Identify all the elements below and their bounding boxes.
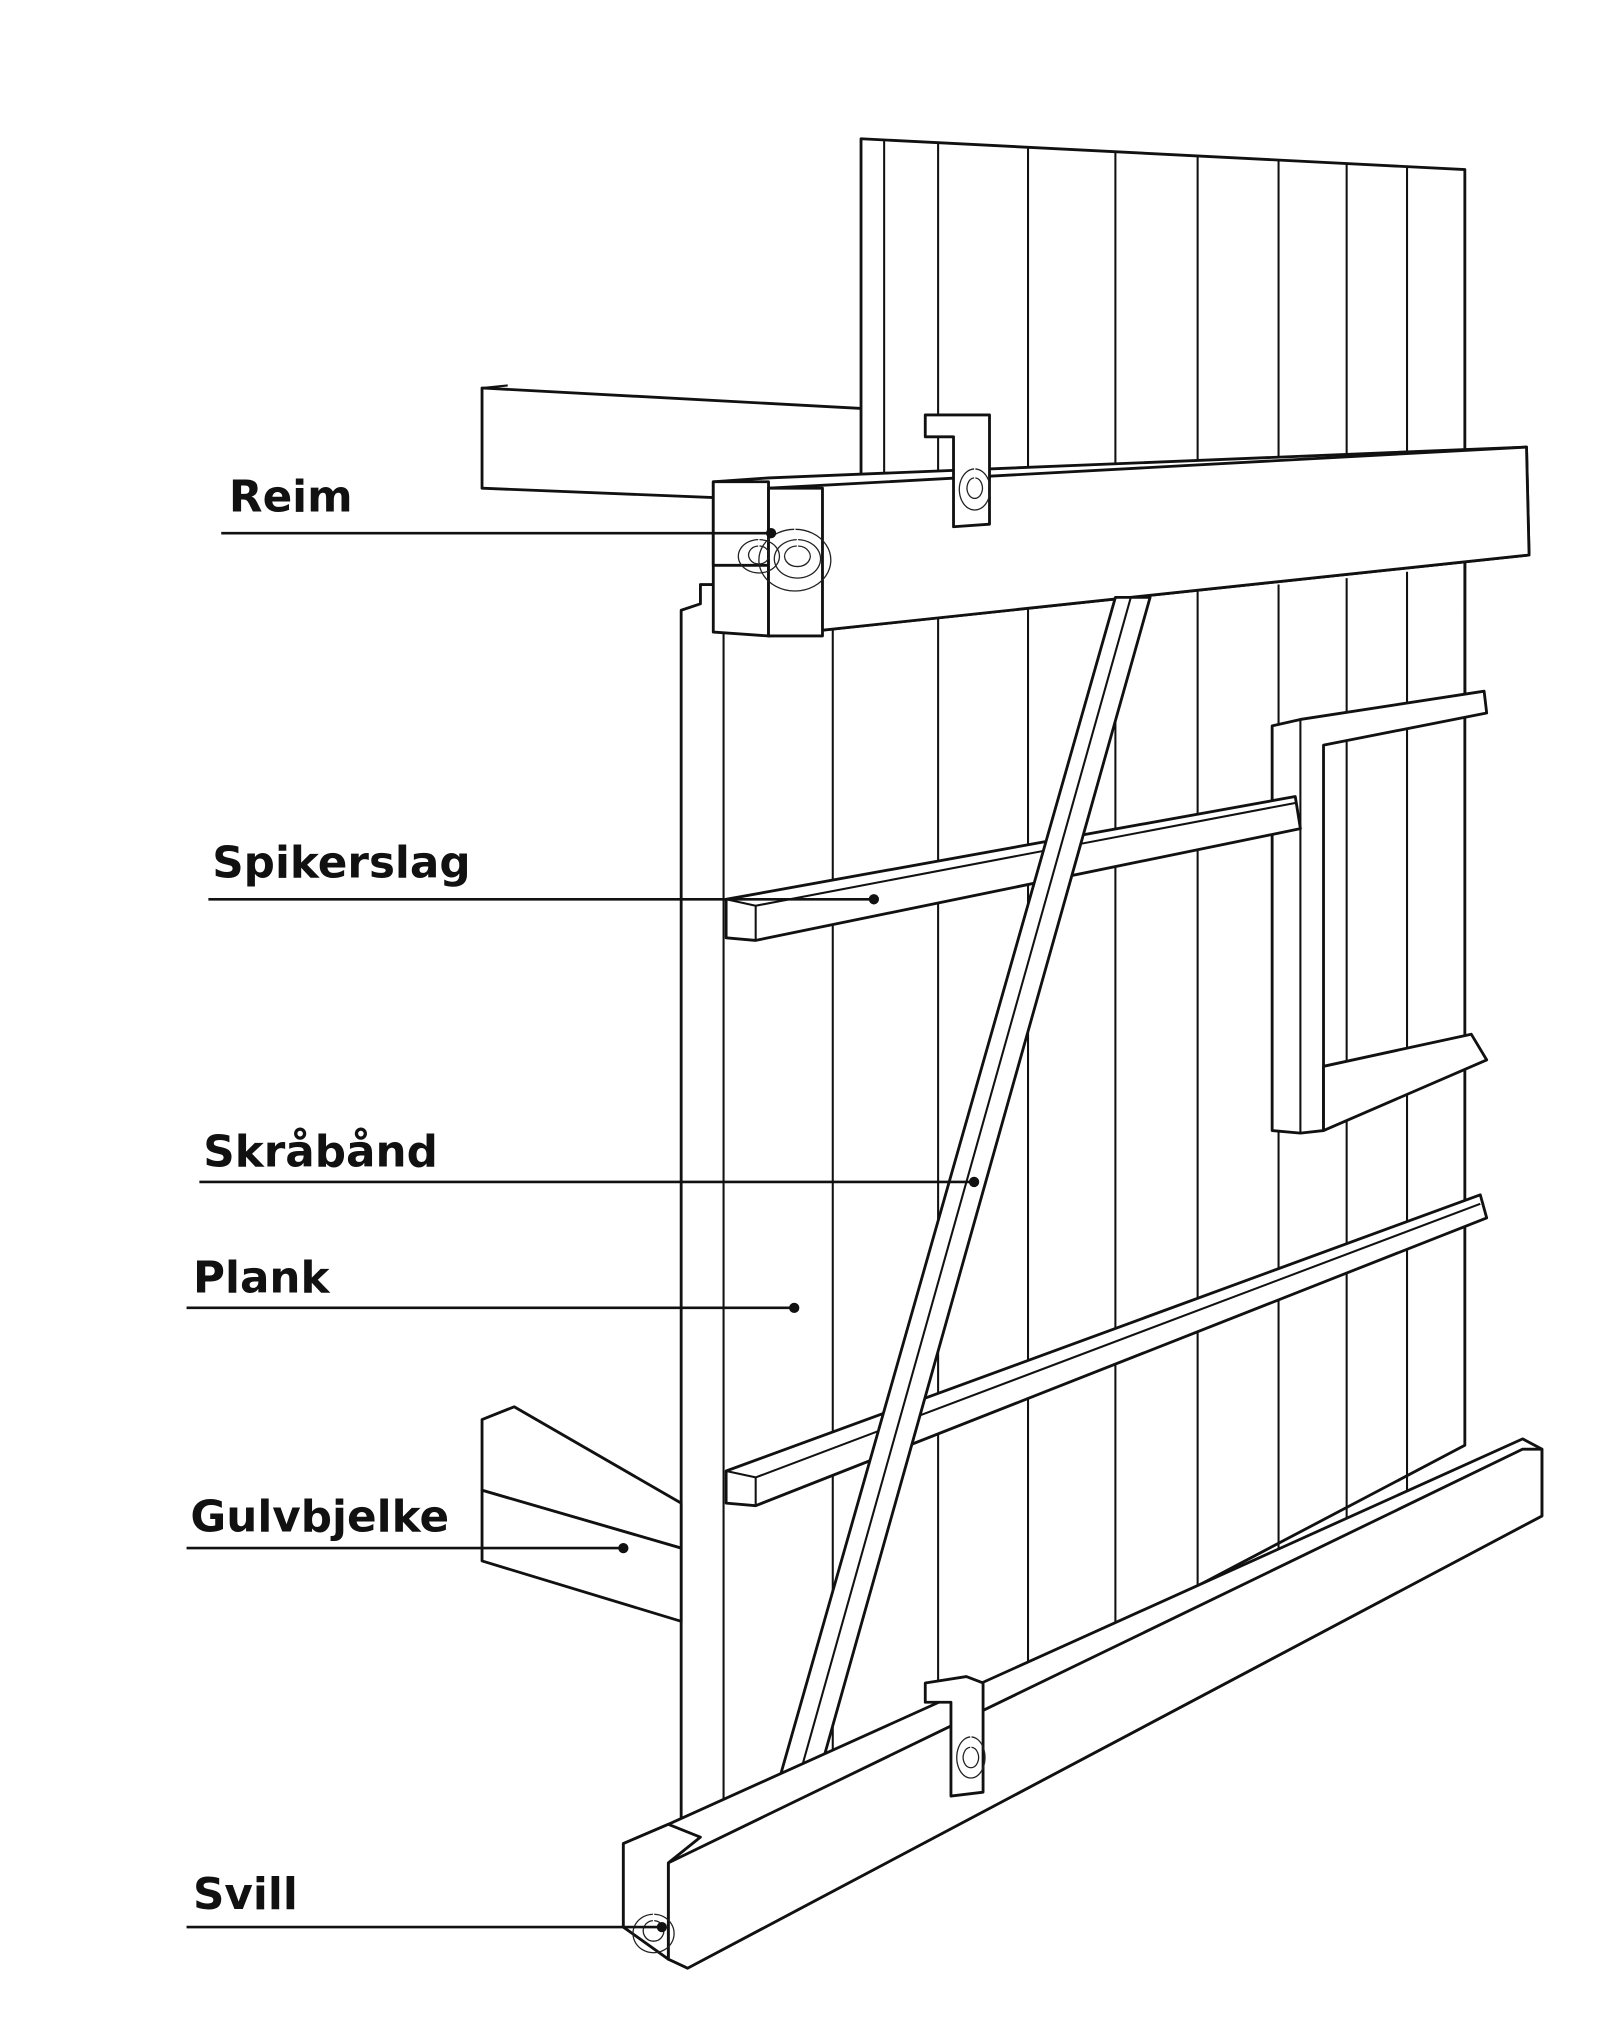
reim-beam [711, 413, 1531, 638]
label-gulvbjelke: Gulvbjelke [186, 1491, 629, 1554]
label-skraband: Skråbånd [199, 1127, 980, 1188]
window-frame [1270, 689, 1489, 1135]
label-plank: Plank [186, 1252, 800, 1313]
svg-text:Skråbånd: Skråbånd [203, 1127, 438, 1178]
spikerslag-upper [724, 795, 1302, 942]
svg-text:Svill: Svill [193, 1869, 298, 1920]
label-svill: Svill [186, 1869, 668, 1933]
gulvbjelke-joist [480, 1405, 683, 1623]
label-spikerslag: Spikerslag [208, 837, 880, 905]
svg-text:Gulvbjelke: Gulvbjelke [190, 1491, 449, 1542]
svg-text:Plank: Plank [193, 1252, 331, 1303]
svill-beam [621, 1437, 1544, 1970]
svg-text:Reim: Reim [229, 471, 353, 522]
label-reim: Reim [221, 471, 777, 539]
svg-text:Spikerslag: Spikerslag [212, 837, 470, 888]
